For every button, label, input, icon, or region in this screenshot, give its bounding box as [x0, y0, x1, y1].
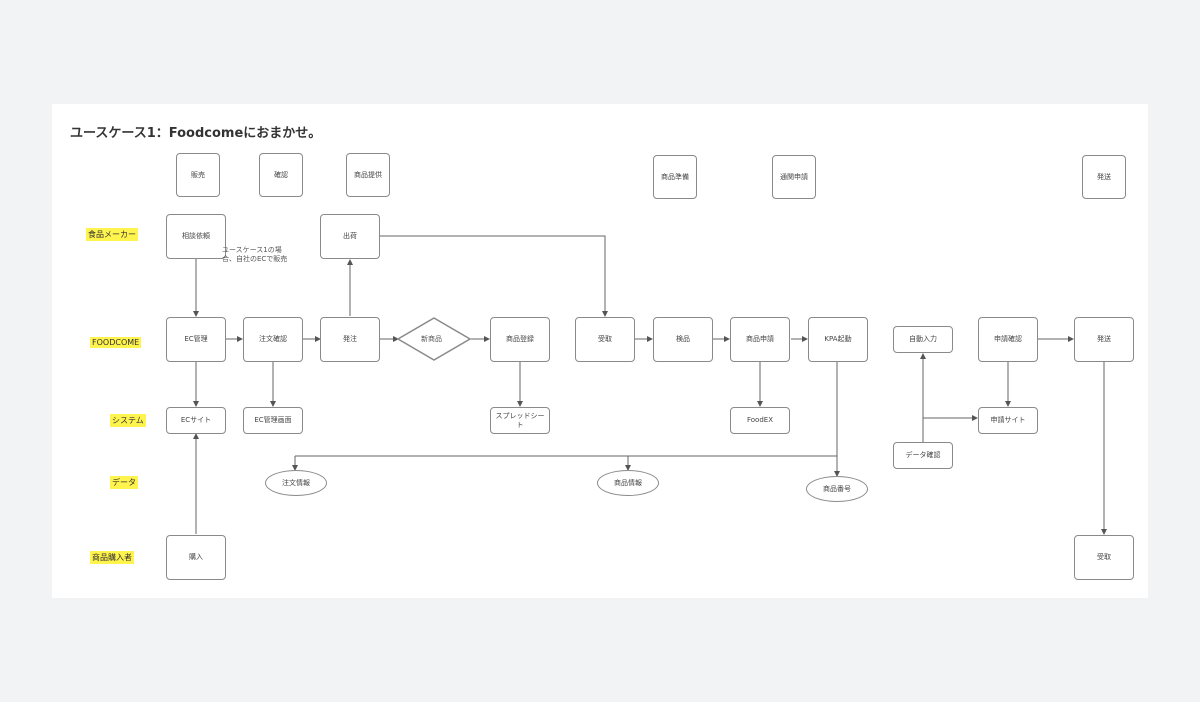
phase-customs: 通関申請: [772, 155, 816, 199]
node-product-info: 商品情報: [597, 470, 659, 496]
phase-product-prep: 商品準備: [653, 155, 697, 199]
lane-label-system: システム: [110, 414, 146, 427]
decision-new-product: [396, 317, 472, 361]
edge-makership-receive: [380, 235, 608, 317]
node-order-confirm: 注文確認: [243, 317, 303, 362]
node-order-info: 注文情報: [265, 470, 327, 496]
node-apply-site: 申請サイト: [978, 407, 1038, 434]
node-ship: 発送: [1074, 317, 1134, 362]
node-ec-admin: EC管理画面: [243, 407, 303, 434]
phase-confirm: 確認: [259, 153, 303, 197]
node-maker-ship: 出荷: [320, 214, 380, 259]
node-order: 発注: [320, 317, 380, 362]
node-data-confirm: データ確認: [893, 442, 953, 469]
lane-label-buyer: 商品購入者: [90, 551, 134, 564]
node-auto-input: 自動入力: [893, 326, 953, 353]
node-product-register: 商品登録: [490, 317, 550, 362]
node-product-number: 商品番号: [806, 476, 868, 502]
node-product-apply: 商品申請: [730, 317, 790, 362]
lane-label-data: データ: [110, 476, 138, 489]
node-foodex: FoodEX: [730, 407, 790, 434]
node-inspect: 検品: [653, 317, 713, 362]
lane-label-foodcome: FOODCOME: [90, 337, 142, 348]
lane-label-maker: 食品メーカー: [86, 228, 138, 241]
node-ec-site: ECサイト: [166, 407, 226, 434]
node-consult-request: 相談依頼: [166, 214, 226, 259]
node-kpa-start: KPA起動: [808, 317, 868, 362]
annotation-note: ユースケース1の場 合、自社のECで販売: [222, 246, 288, 264]
node-receive: 受取: [575, 317, 635, 362]
phase-sales: 販売: [176, 153, 220, 197]
node-buyer-receive: 受取: [1074, 535, 1134, 580]
phase-shipping: 発送: [1082, 155, 1126, 199]
node-apply-confirm: 申請確認: [978, 317, 1038, 362]
phase-product-supply: 商品提供: [346, 153, 390, 197]
node-new-product-label: 新商品: [421, 335, 442, 343]
diagram-title: ユースケース1：Foodcomeにおまかせ。: [70, 126, 322, 141]
node-buy: 購入: [166, 535, 226, 580]
diagram-canvas: ユースケース1：Foodcomeにおまかせ。 食品メーカー FOODCOME シ…: [52, 104, 1148, 598]
node-spreadsheet: スプレッドシー ト: [490, 407, 550, 434]
node-ec-management: EC管理: [166, 317, 226, 362]
connector-layer: [193, 235, 1107, 535]
